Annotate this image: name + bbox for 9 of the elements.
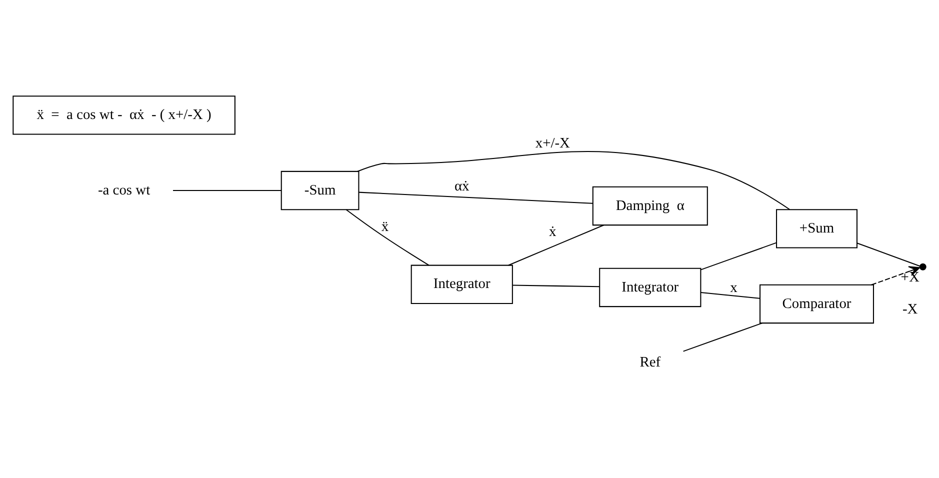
- node-text: -a cos wt: [98, 182, 150, 198]
- edge-label: x: [730, 280, 738, 296]
- edge-label: αẋ: [454, 178, 470, 195]
- edge-label: ẍ: [381, 218, 389, 235]
- edge-label: ẋ: [549, 224, 556, 240]
- node-text: Ref: [640, 354, 661, 371]
- edge-label: x+/-X: [535, 135, 570, 152]
- node-label: +X: [900, 269, 920, 286]
- node-label: -X: [902, 301, 918, 318]
